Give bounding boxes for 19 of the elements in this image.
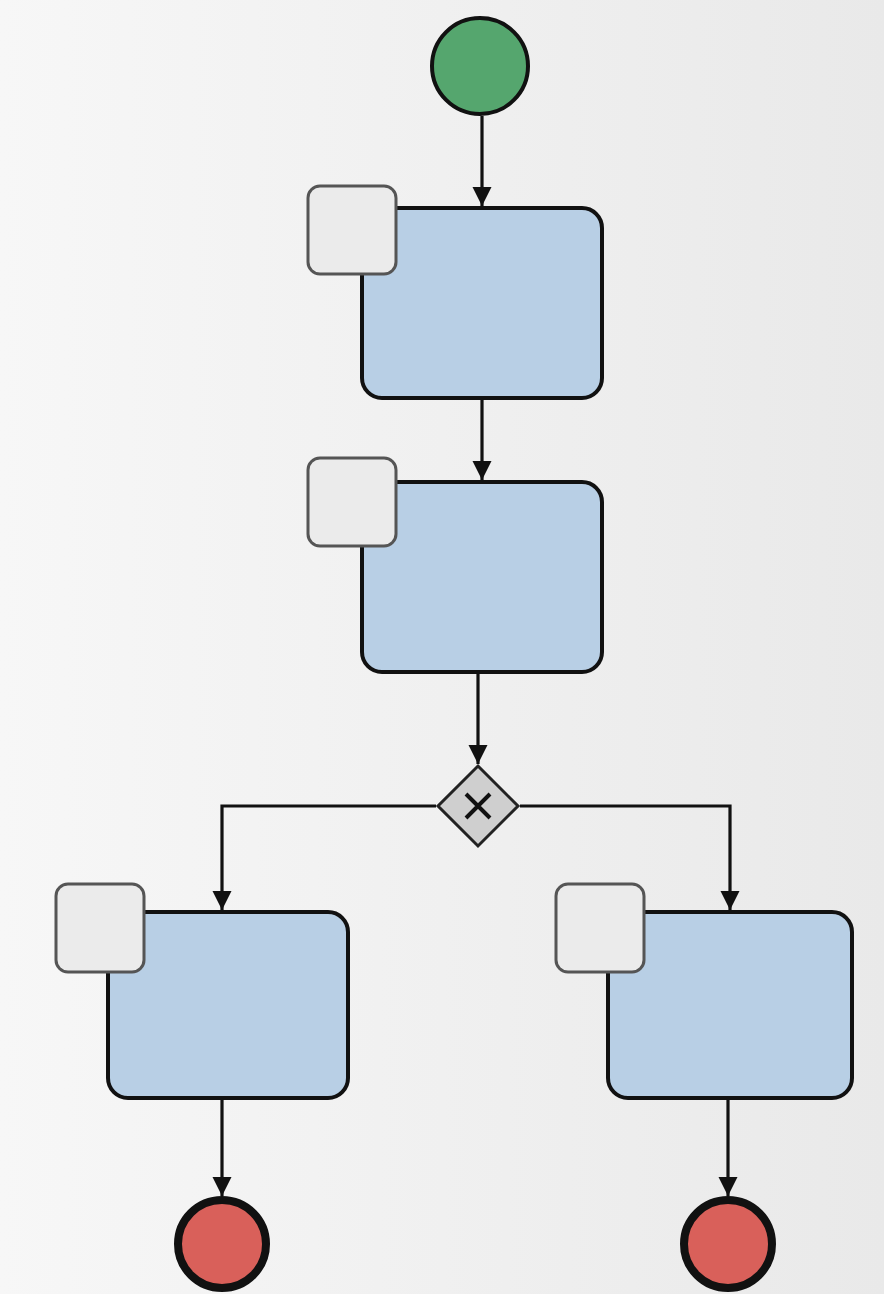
arrow <box>472 116 492 206</box>
task-box <box>360 480 604 674</box>
task-marker-square <box>306 456 398 548</box>
task-box <box>106 910 350 1100</box>
end-event-circle <box>680 1196 776 1292</box>
task-marker-square <box>306 184 398 276</box>
start-event-circle <box>430 16 530 116</box>
task-box <box>360 206 604 400</box>
task-marker-square <box>554 882 646 974</box>
arrow <box>520 804 740 910</box>
task-box <box>606 910 854 1100</box>
arrow <box>212 804 436 910</box>
arrow <box>468 674 488 764</box>
arrow <box>718 1100 738 1196</box>
end-event-circle <box>174 1196 270 1292</box>
task-marker-square <box>54 882 146 974</box>
arrow <box>212 1100 232 1196</box>
gateway-diamond <box>435 763 521 849</box>
arrow <box>472 400 492 480</box>
